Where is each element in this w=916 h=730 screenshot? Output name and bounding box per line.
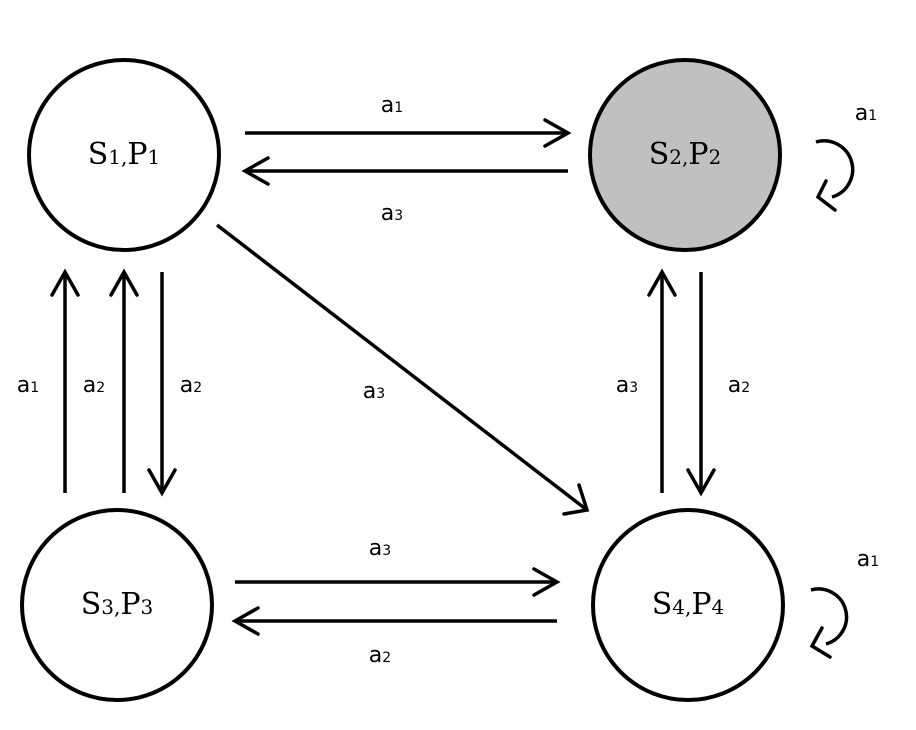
edge-s2-to-s4-label: a2 (728, 373, 750, 398)
edge-s3-to-s1-a1-label: a1 (17, 373, 39, 398)
node-s1-p1[interactable]: S1,P1 (27, 58, 221, 252)
edge-s2-self-loop-label: a1 (855, 101, 877, 126)
edge-s2-to-s4-arrowhead (686, 468, 716, 497)
node-s1-p1-label: S1,P1 (88, 137, 161, 172)
edge-s2-to-s1[interactable]: a3 (241, 156, 568, 226)
edge-s3-to-s4-arrowhead (532, 567, 561, 597)
edge-s4-to-s3[interactable]: a2 (231, 606, 557, 668)
node-s2-p2-label: S2,P2 (649, 137, 722, 172)
edge-s1-to-s2-arrowhead (543, 118, 572, 148)
edge-s2-to-s4[interactable]: a2 (686, 272, 750, 497)
edge-s1-to-s3[interactable]: a2 (147, 272, 202, 497)
edge-s1-to-s2-label: a1 (381, 93, 403, 118)
edge-s1-to-s4-line (215, 223, 589, 512)
edge-s3-to-s1-a2-arrowhead (109, 268, 139, 297)
edge-s1-to-s4-arrowhead (562, 483, 590, 516)
edge-s3-to-s4-label: a3 (369, 536, 391, 561)
edge-s1-to-s2[interactable]: a1 (245, 93, 572, 148)
edge-s4-self-loop-arrowhead (809, 626, 832, 659)
edge-s2-self-loop-arrowhead (815, 179, 837, 212)
node-s4-p4[interactable]: S4,P4 (591, 508, 785, 702)
node-s4-p4-circle (591, 508, 785, 702)
edge-s4-self-loop-label: a1 (857, 547, 879, 572)
edge-s2-to-s1-arrowhead (241, 156, 270, 186)
edge-s4-self-loop[interactable]: a1 (809, 547, 879, 659)
edge-s3-to-s1-a1-arrowhead (50, 268, 80, 297)
edge-s1-to-s3-arrowhead (147, 468, 177, 497)
edge-s2-to-s1-label: a3 (381, 201, 403, 226)
node-s3-p3-label: S3,P3 (81, 587, 154, 622)
edge-s3-to-s1-a2-label: a2 (83, 373, 105, 398)
edge-s4-self-loop-arc (810, 587, 849, 646)
node-s1-p1-circle (27, 58, 221, 252)
edge-s1-to-s4-label: a3 (363, 379, 385, 404)
node-s2-p2-circle (588, 58, 782, 252)
edge-s4-to-s2-label: a3 (616, 373, 638, 398)
edge-s4-to-s2-arrowhead (647, 268, 677, 297)
edge-s3-to-s1-a1[interactable]: a1 (17, 268, 80, 493)
edge-s1-to-s3-label: a2 (180, 373, 202, 398)
edge-s4-to-s3-label: a2 (369, 643, 391, 668)
edge-s2-self-loop-arc (815, 139, 855, 199)
edge-s3-to-s1-a2[interactable]: a2 (83, 268, 139, 493)
node-s3-p3-circle (20, 508, 214, 702)
edge-s1-to-s4[interactable]: a3 (215, 223, 590, 516)
edge-s4-to-s3-arrowhead (231, 606, 260, 636)
edge-s3-to-s4[interactable]: a3 (235, 536, 561, 597)
node-s3-p3[interactable]: S3,P3 (20, 508, 214, 702)
node-s2-p2[interactable]: S2,P2 (588, 58, 782, 252)
edge-s4-to-s2[interactable]: a3 (616, 268, 677, 493)
edge-s2-self-loop[interactable]: a1 (815, 101, 877, 212)
node-s4-p4-label: S4,P4 (652, 587, 725, 622)
